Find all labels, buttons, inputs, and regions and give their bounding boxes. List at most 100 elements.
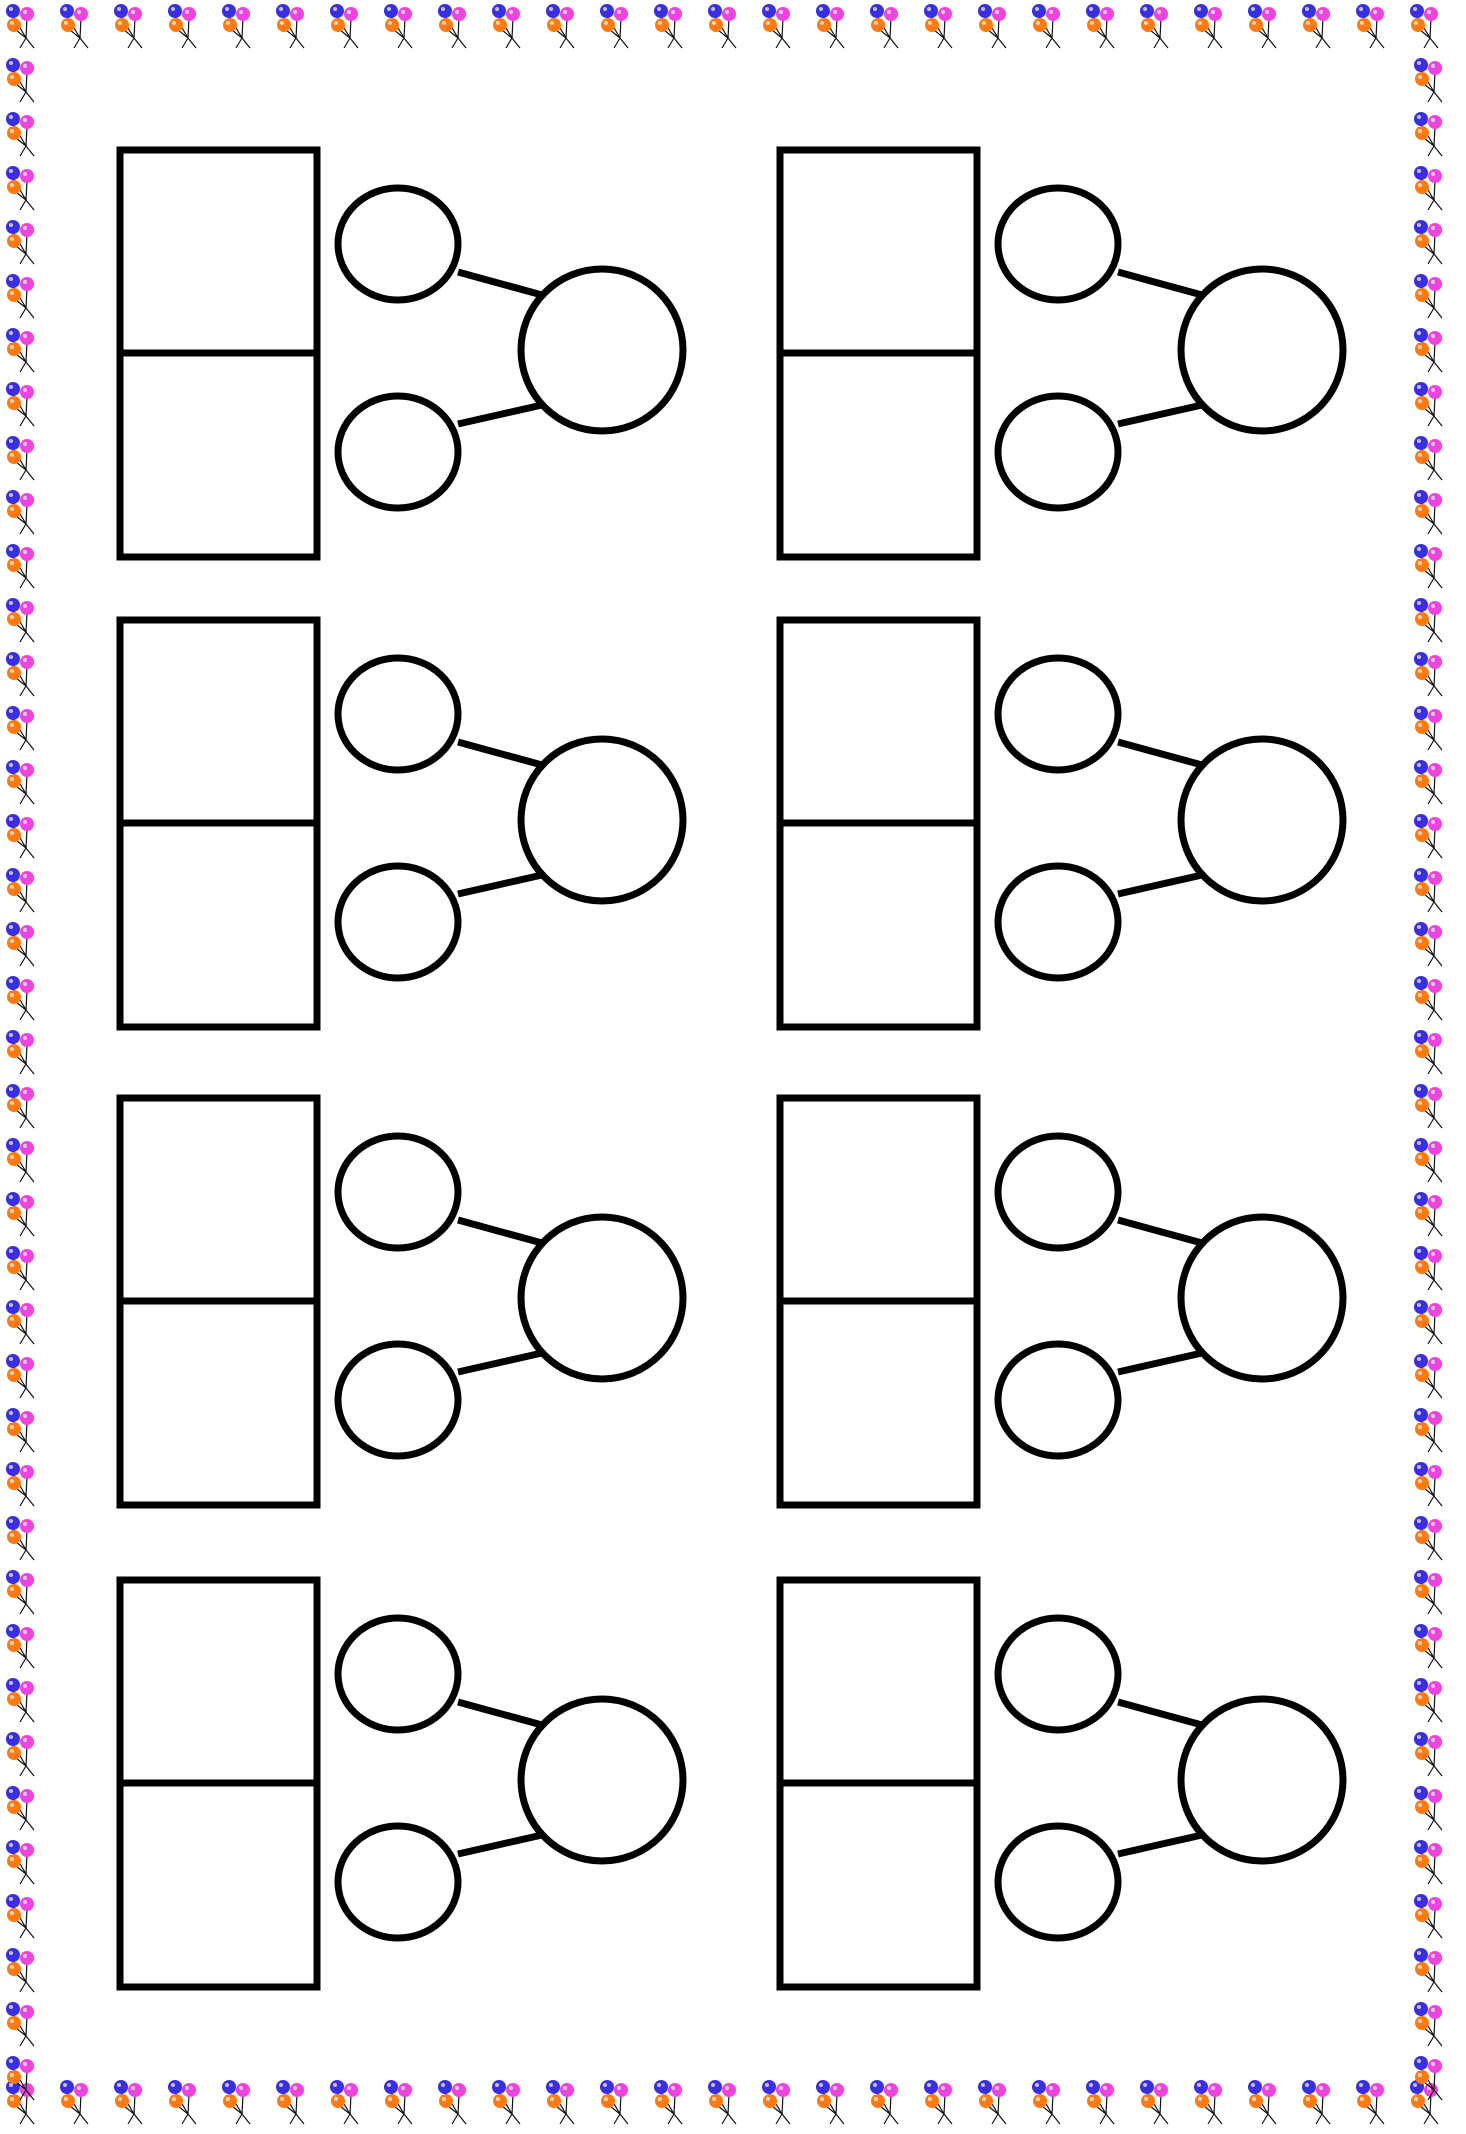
part-circle[interactable] — [338, 188, 458, 300]
balloon-icon — [1414, 58, 1442, 102]
balloon-icon — [546, 4, 574, 48]
part-circle[interactable] — [998, 1344, 1118, 1456]
whole-circle[interactable] — [1181, 1699, 1343, 1861]
balloon-icon — [6, 1084, 34, 1128]
bond-line — [458, 875, 542, 894]
balloon-icon — [1414, 112, 1442, 156]
diagram-1 — [120, 150, 683, 557]
balloon-icon — [1032, 4, 1060, 48]
balloon-icon — [1194, 2080, 1222, 2124]
balloon-icon — [1414, 1300, 1442, 1344]
part-circle[interactable] — [338, 1826, 458, 1938]
part-circle[interactable] — [998, 1618, 1118, 1730]
balloon-icon — [6, 328, 34, 372]
part-circle[interactable] — [338, 396, 458, 508]
balloon-icon — [6, 1300, 34, 1344]
part-circle[interactable] — [338, 866, 458, 978]
whole-circle[interactable] — [521, 1699, 683, 1861]
part-circle[interactable] — [338, 1136, 458, 1248]
balloon-icon — [6, 166, 34, 210]
balloon-icon — [1414, 166, 1442, 210]
balloon-icon — [60, 4, 88, 48]
balloon-icon — [384, 4, 412, 48]
number-bond-diagrams — [120, 150, 1343, 1987]
balloon-icon — [654, 2080, 682, 2124]
balloon-icon — [168, 2080, 196, 2124]
balloon-icon — [168, 4, 196, 48]
balloon-icon — [1140, 4, 1168, 48]
balloon-icon — [6, 112, 34, 156]
balloon-icon — [6, 58, 34, 102]
bond-line — [458, 1835, 542, 1854]
balloon-icon — [6, 760, 34, 804]
bond-line — [1118, 1220, 1202, 1243]
bond-line — [458, 742, 542, 765]
whole-circle[interactable] — [521, 269, 683, 431]
bond-line — [458, 405, 542, 424]
balloon-icon — [708, 4, 736, 48]
whole-circle[interactable] — [1181, 269, 1343, 431]
balloon-icon — [222, 4, 250, 48]
part-circle[interactable] — [338, 1344, 458, 1456]
balloon-icon — [222, 2080, 250, 2124]
balloon-icon — [1414, 814, 1442, 858]
balloon-icon — [1414, 1948, 1442, 1992]
balloon-icon — [924, 2080, 952, 2124]
balloon-icon — [1414, 1732, 1442, 1776]
balloon-icon — [708, 2080, 736, 2124]
balloon-icon — [546, 2080, 574, 2124]
whole-circle[interactable] — [1181, 739, 1343, 901]
balloon-icon — [1414, 598, 1442, 642]
part-circle[interactable] — [998, 1826, 1118, 1938]
balloon-icon — [384, 2080, 412, 2124]
part-circle[interactable] — [998, 866, 1118, 978]
balloon-icon — [6, 868, 34, 912]
balloon-icon — [1414, 1624, 1442, 1668]
balloon-icon — [6, 220, 34, 264]
whole-circle[interactable] — [521, 1217, 683, 1379]
balloon-icon — [1414, 1354, 1442, 1398]
balloon-icon — [1414, 2002, 1442, 2046]
balloon-icon — [1414, 1246, 1442, 1290]
balloon-icon — [6, 1192, 34, 1236]
balloon-icon — [1302, 2080, 1330, 2124]
balloon-icon — [1414, 1786, 1442, 1830]
diagram-3 — [120, 620, 683, 1027]
balloon-icon — [816, 2080, 844, 2124]
balloon-icon — [6, 436, 34, 480]
balloon-icon — [1086, 4, 1114, 48]
whole-circle[interactable] — [1181, 1217, 1343, 1379]
part-circle[interactable] — [338, 1618, 458, 1730]
balloon-icon — [60, 2080, 88, 2124]
balloon-icon — [6, 2002, 34, 2046]
part-circle[interactable] — [998, 1136, 1118, 1248]
balloon-icon — [1248, 2080, 1276, 2124]
bond-line — [458, 1702, 542, 1725]
balloon-icon — [1414, 1408, 1442, 1452]
balloon-icon — [1414, 760, 1442, 804]
balloon-icon — [1414, 1192, 1442, 1236]
balloon-icon — [1414, 976, 1442, 1020]
bond-line — [1118, 272, 1202, 295]
balloon-icon — [6, 1894, 34, 1938]
balloon-icon — [924, 4, 952, 48]
balloon-icon — [6, 1408, 34, 1452]
part-circle[interactable] — [338, 658, 458, 770]
balloon-icon — [6, 598, 34, 642]
balloon-icon — [6, 922, 34, 966]
balloon-icon — [114, 2080, 142, 2124]
balloon-icon — [1414, 1678, 1442, 1722]
bond-line — [1118, 875, 1202, 894]
balloon-icon — [330, 4, 358, 48]
balloon-icon — [492, 4, 520, 48]
balloon-icon — [1414, 652, 1442, 696]
whole-circle[interactable] — [521, 739, 683, 901]
balloon-icon — [1414, 1894, 1442, 1938]
balloon-icon — [1414, 868, 1442, 912]
part-circle[interactable] — [998, 188, 1118, 300]
balloon-icon — [6, 1354, 34, 1398]
part-circle[interactable] — [998, 396, 1118, 508]
part-circle[interactable] — [998, 658, 1118, 770]
balloon-icon — [6, 1840, 34, 1884]
